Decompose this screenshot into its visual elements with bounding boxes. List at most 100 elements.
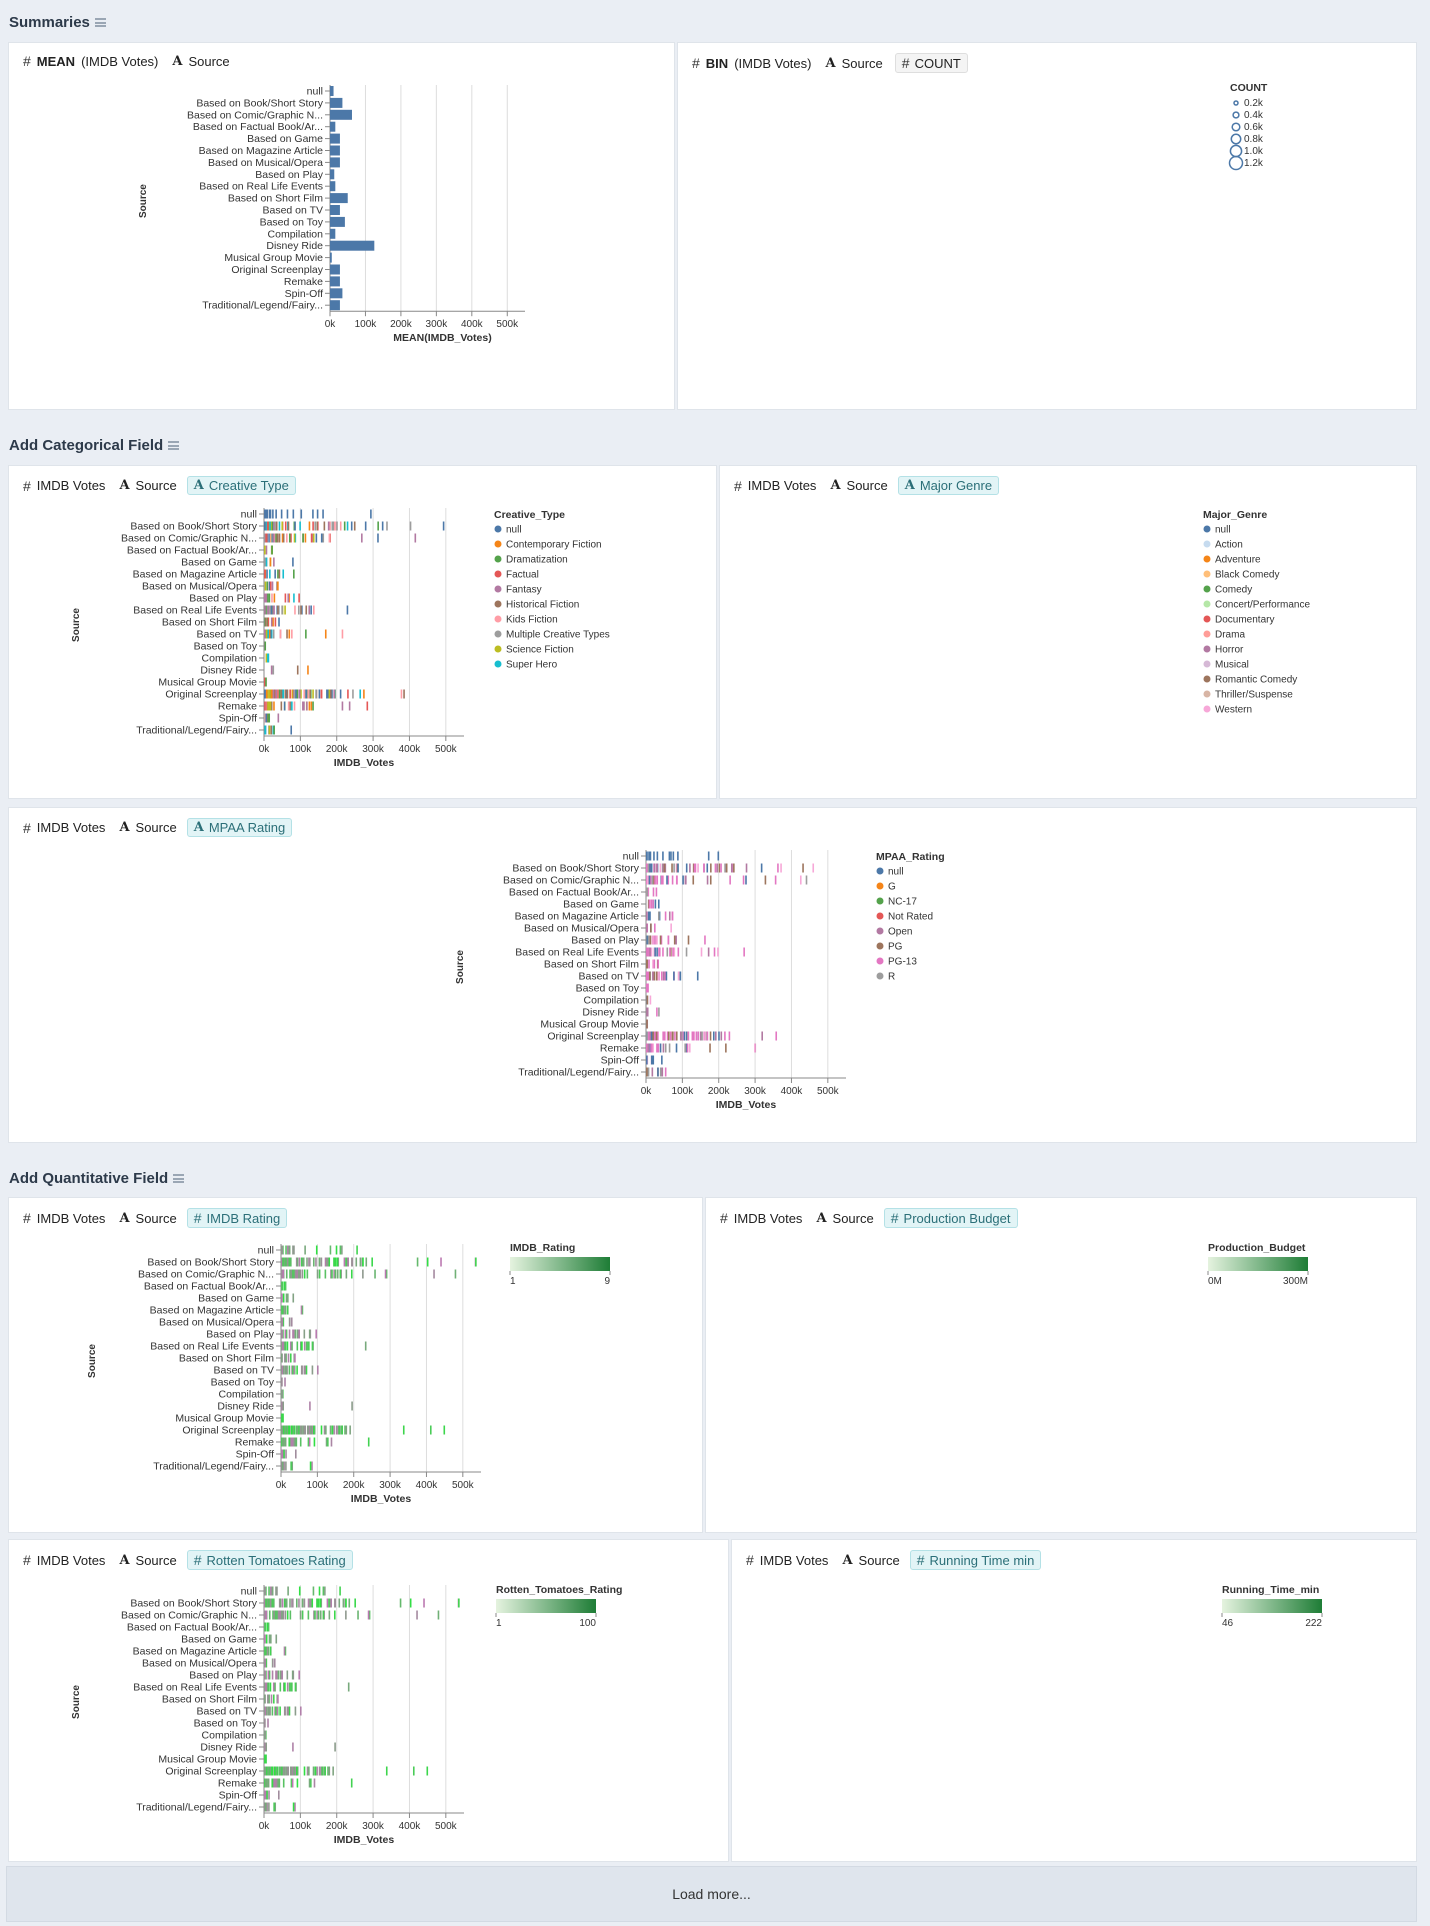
tick-mark (764, 875, 767, 885)
tick-mark (268, 725, 271, 735)
tick-mark (646, 935, 649, 945)
tick-mark (349, 1425, 351, 1435)
tick-mark (273, 1802, 275, 1812)
chart-card-bin-imdb-votes[interactable]: # BIN (IMDB Votes) A Source # COUNT 050,… (677, 42, 1417, 410)
added-field-pill[interactable]: # Rotten Tomatoes Rating (186, 1550, 353, 1570)
tick-mark (281, 1329, 283, 1339)
field-label: COUNT (914, 55, 961, 71)
tick-mark (282, 533, 285, 543)
tick-mark (293, 1245, 295, 1255)
chart-card-rotten-tomatoes-rating[interactable]: # IMDB Votes A Source # Rotten Tomatoes … (8, 1539, 729, 1862)
x-tick-label: 0k (259, 1821, 271, 1832)
section-title-text: Add Quantitative Field (9, 1170, 169, 1187)
tick-mark (305, 605, 308, 615)
y-tick-label: Traditional/Legend/Fairy... (136, 725, 257, 737)
tick-mark (353, 521, 356, 531)
tick-mark (647, 887, 649, 897)
legend-title: COUNT (1230, 82, 1268, 94)
y-tick-label: Original Screenplay (547, 1031, 639, 1043)
quantitative-field-icon: # (23, 1552, 31, 1568)
tick-mark (709, 1043, 711, 1053)
tick-mark (283, 701, 286, 711)
tick-mark (269, 581, 272, 591)
tick-mark (701, 1031, 703, 1041)
y-tick-label: Based on Play (255, 169, 323, 181)
quantitative-field-icon: # (746, 1552, 754, 1568)
tick-mark (281, 533, 284, 543)
count-field-pill[interactable]: # COUNT (894, 53, 968, 73)
tick-mark (670, 851, 672, 861)
tick-mark (275, 1766, 277, 1776)
legend-label: Comedy (1215, 585, 1252, 596)
chart-card-creative-type[interactable]: # IMDB Votes A Source A Creative Type 0k… (8, 465, 717, 799)
tick-mark (649, 995, 652, 1005)
tick-mark (475, 1257, 477, 1267)
chart-card-major-genre[interactable]: # IMDB Votes A Source A Major Genre 0k10… (719, 465, 1417, 799)
load-more-button[interactable]: Load more... (6, 1866, 1417, 1922)
added-field-pill[interactable]: A MPAA Rating (186, 818, 293, 837)
tick-mark (267, 617, 270, 627)
tick-mark (291, 701, 293, 711)
tick-mark (268, 1670, 271, 1680)
added-field-pill[interactable]: A Creative Type (186, 476, 296, 495)
chart-card-running-time[interactable]: # IMDB Votes A Source # Running Time min… (731, 1539, 1417, 1862)
tick-mark (805, 875, 808, 885)
tick-mark (290, 1269, 292, 1279)
tick-mark (328, 689, 331, 699)
tick-mark (290, 1778, 293, 1788)
tick-mark (281, 1670, 284, 1680)
tick-mark (269, 509, 272, 519)
tick-mark (288, 533, 291, 543)
legend-title: Creative_Type (494, 509, 565, 521)
list-icon[interactable] (168, 441, 180, 450)
tick-mark (662, 863, 665, 873)
y-tick-label: Based on Comic/Graphic N... (187, 109, 323, 121)
tick-mark (307, 1425, 309, 1435)
y-tick-label: Compilation (202, 653, 258, 665)
tick-mark (296, 1425, 299, 1435)
added-field-pill[interactable]: # IMDB Rating (186, 1208, 288, 1228)
tick-mark (646, 1007, 648, 1017)
tick-mark (709, 1031, 712, 1041)
tick-mark (264, 1682, 267, 1692)
tick-mark (337, 1425, 340, 1435)
tick-mark (652, 1055, 655, 1065)
list-icon[interactable] (173, 1174, 185, 1183)
tick-mark (429, 1425, 432, 1435)
tick-mark (294, 1329, 297, 1339)
tick-mark (281, 1437, 283, 1447)
tick-mark (294, 605, 296, 615)
bar (330, 216, 345, 227)
tick-mark (733, 863, 735, 873)
tick-mark (296, 1766, 299, 1776)
chart-card-production-budget[interactable]: # IMDB Votes A Source # Production Budge… (705, 1197, 1417, 1533)
list-icon[interactable] (94, 18, 106, 27)
tick-mark (652, 1031, 654, 1041)
tick-mark (333, 1610, 336, 1620)
tick-mark (294, 1766, 297, 1776)
tick-mark (685, 1031, 688, 1041)
tick-mark (264, 689, 266, 699)
legend-label: Fantasy (506, 585, 542, 596)
added-field-pill[interactable]: A Major Genre (897, 476, 1000, 495)
tick-mark (281, 1766, 284, 1776)
tick-mark (282, 1269, 285, 1279)
tick-mark (687, 1031, 690, 1041)
tick-mark (266, 701, 268, 711)
tick-mark (316, 1610, 318, 1620)
y-tick-label: Compilation (584, 995, 640, 1007)
tick-mark (324, 629, 327, 639)
added-field-pill[interactable]: # Running Time min (909, 1550, 1042, 1570)
tick-mark (315, 689, 317, 699)
tick-mark (294, 1353, 296, 1363)
tick-mark (310, 533, 313, 543)
field-label: IMDB Votes (36, 820, 106, 835)
tick-mark (313, 1778, 316, 1788)
y-tick-label: Based on Comic/Graphic N... (121, 533, 257, 545)
added-field-pill[interactable]: # Production Budget (883, 1208, 1018, 1228)
tick-mark (293, 1269, 295, 1279)
